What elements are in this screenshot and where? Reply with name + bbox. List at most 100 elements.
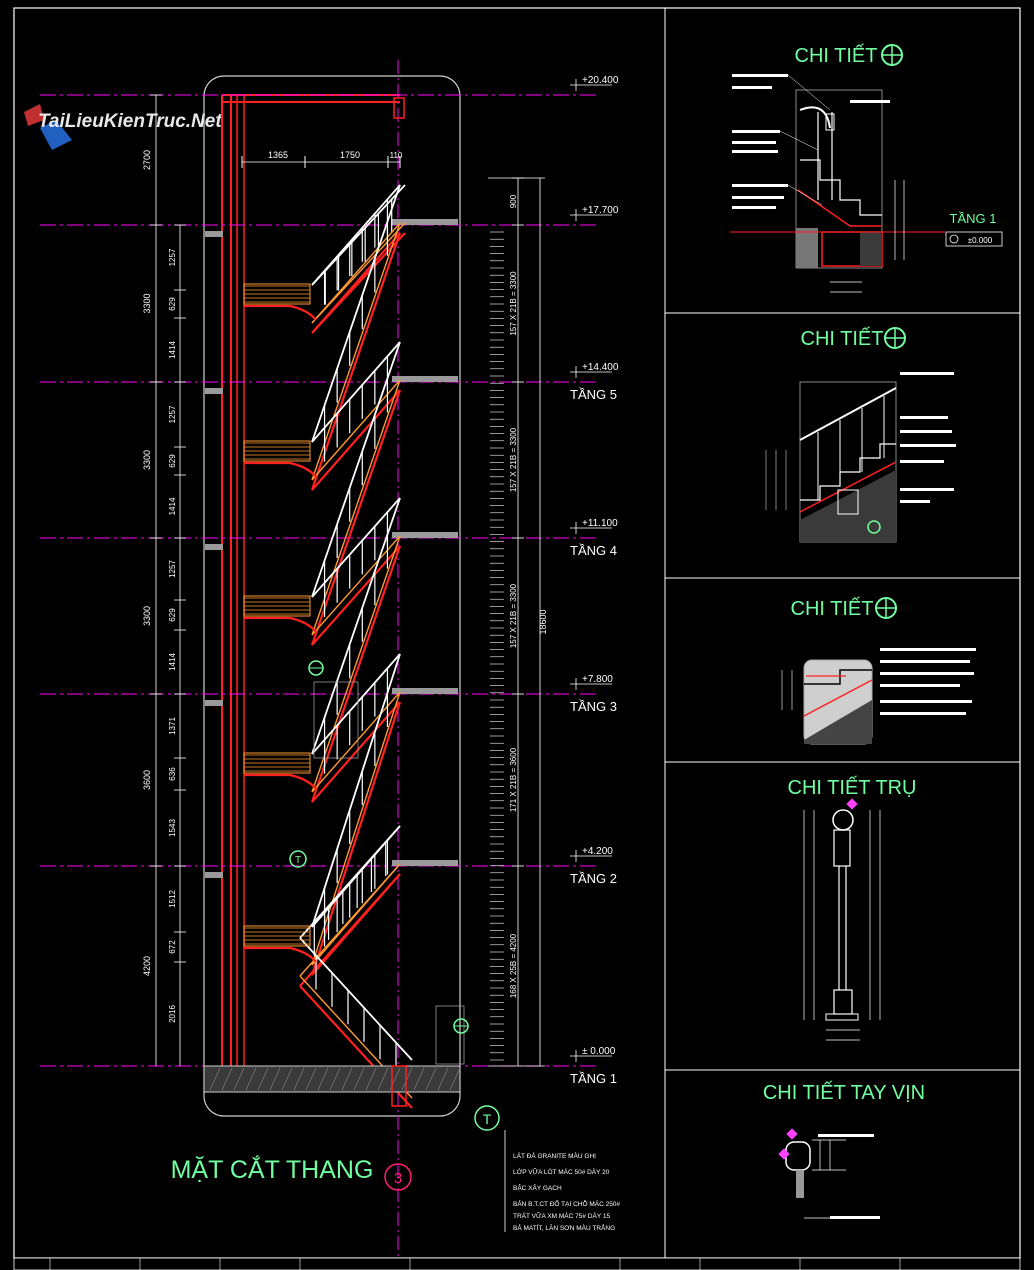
panel-title: CHI TIẾT TRỤ [788,776,917,799]
handrail [311,653,401,755]
stair-treads [311,379,401,481]
wall-slab [205,231,223,237]
elevation-label: +11.100 [582,518,618,529]
floor-slab [392,219,458,225]
dim-inner: 1414 [168,497,177,515]
dim-inner: 1257 [168,248,177,266]
watermark-text: TaiLieuKienTruc.Net [38,111,222,132]
legend-item: BẬC XÂY GẠCH [513,1183,562,1192]
dim-inner: 1414 [168,341,177,359]
section-number: 3 [394,1170,402,1187]
title-block [13,1257,1021,1270]
stair-slab [311,232,401,334]
legend-marker: T [483,1111,492,1127]
wall-slab [205,872,223,878]
main-title: MẶT CẮT THANG [171,1154,374,1184]
elevation-label: +4.200 [582,846,613,857]
dim-inner: 629 [168,297,177,311]
dim-outer: 3300 [142,606,152,626]
legend-item: BẢ MATÍT, LĂN SƠN MÀU TRẮNG [513,1223,615,1232]
stair-slab [299,873,401,987]
stair-flights [243,184,413,1109]
handrail [311,497,401,598]
stair-slab [310,701,402,976]
dim-inner: 1371 [168,717,177,735]
landing-slab [244,461,317,478]
handrail [311,184,401,443]
top-dim: 1365 [268,150,288,160]
floor-label: TẦNG 1 [570,1071,617,1086]
top-dim: 1750 [340,150,360,160]
floor-label: TẦNG 4 [570,543,617,558]
detail-panel-5-handrail: CHI TIẾT TAY VỊN [763,1081,925,1219]
legend-item: LỚP VỮA LÓT MÁC 50# DÀY 20 [513,1167,610,1176]
panel-title: CHI TIẾT TAY VỊN [763,1081,925,1104]
stair-treads [311,691,401,793]
right-dimension-lines [488,177,545,1067]
dim-inner: 1543 [168,819,177,837]
handrail [311,341,401,598]
floor-slab [392,376,458,382]
dim-flight: 157 X 21B = 3300 [509,271,518,336]
dim-outer: 2700 [142,150,152,170]
detail-panel-4-post: CHI TIẾT TRỤ [788,776,917,1041]
dim-outer: 3300 [142,450,152,470]
stair-treads [311,222,401,324]
landing-slab [244,946,317,963]
dim-inner: 2016 [168,1005,177,1023]
top-dim: 110 [390,151,403,160]
elevation-label: +17.700 [582,205,619,216]
landing-slab [244,616,317,633]
dim-outer: 3300 [142,293,152,313]
handrail [299,937,413,1061]
detail-marker-2: T [289,850,307,868]
handrail [311,341,401,443]
dim-flight: 168 X 25B = 4200 [509,933,518,998]
handrail [311,184,401,286]
total-dim: 18600 [538,609,548,634]
floor-slab [392,860,458,866]
stair-treads [311,535,401,636]
floor-slab [392,532,458,538]
dim-flight: 900 [509,194,518,208]
wall-slab [205,544,223,550]
wall-slab [205,388,223,394]
stair-slab [310,545,402,803]
legend-item: LÁT ĐÁ GRANITE MÀU GHI [513,1151,596,1160]
stair-treads [311,379,401,636]
elevation-label: ± 0.000 [582,1046,616,1057]
dim-flight: 157 X 21B = 3300 [509,427,518,492]
elevation-label: +14.400 [582,362,619,373]
top-dimensions: 1365 1750 110 [241,150,403,168]
detail-tag: T [295,855,301,866]
landing-slab [244,304,317,321]
legend-item: BẢN B.T.CT ĐỔ TẠI CHỖ MÁC 250# [513,1199,620,1208]
floor-label: TẦNG 2 [570,871,617,886]
handrail [311,653,401,928]
handrail [311,497,401,755]
dim-inner: 629 [168,608,177,622]
legend-item: TRÁT VỮA XM MÁC 75# DÀY 15 [513,1211,610,1220]
panel1-elevation: ±0.000 [968,236,993,245]
stair-slab [311,389,401,491]
right-dimensions: 900 157 X 21B = 3300 157 X 21B = 3300 157 X… [490,177,524,1061]
dim-inner: 1414 [168,653,177,671]
floor-label: TẦNG 5 [570,387,617,402]
detail-panel-1: CHI TIẾT TẦNG 1 ±0.000 [730,44,1003,293]
ground-slab [203,1065,461,1107]
stair-slab [310,389,402,646]
stair-treads [311,535,401,793]
stair-slab [310,232,402,491]
dim-outer: 3600 [142,770,152,790]
panel-title: CHI TIẾT [801,327,884,350]
stair-treads [311,691,401,966]
dim-inner: 629 [168,454,177,468]
dim-flight: 157 X 21B = 3300 [509,583,518,648]
stair-slab [311,701,401,803]
detail-marker-3 [435,1005,469,1065]
elevation-label: +7.800 [582,674,613,685]
wall-slab [205,700,223,706]
watermark-logo: TaiLieuKienTruc.Net [24,104,222,150]
